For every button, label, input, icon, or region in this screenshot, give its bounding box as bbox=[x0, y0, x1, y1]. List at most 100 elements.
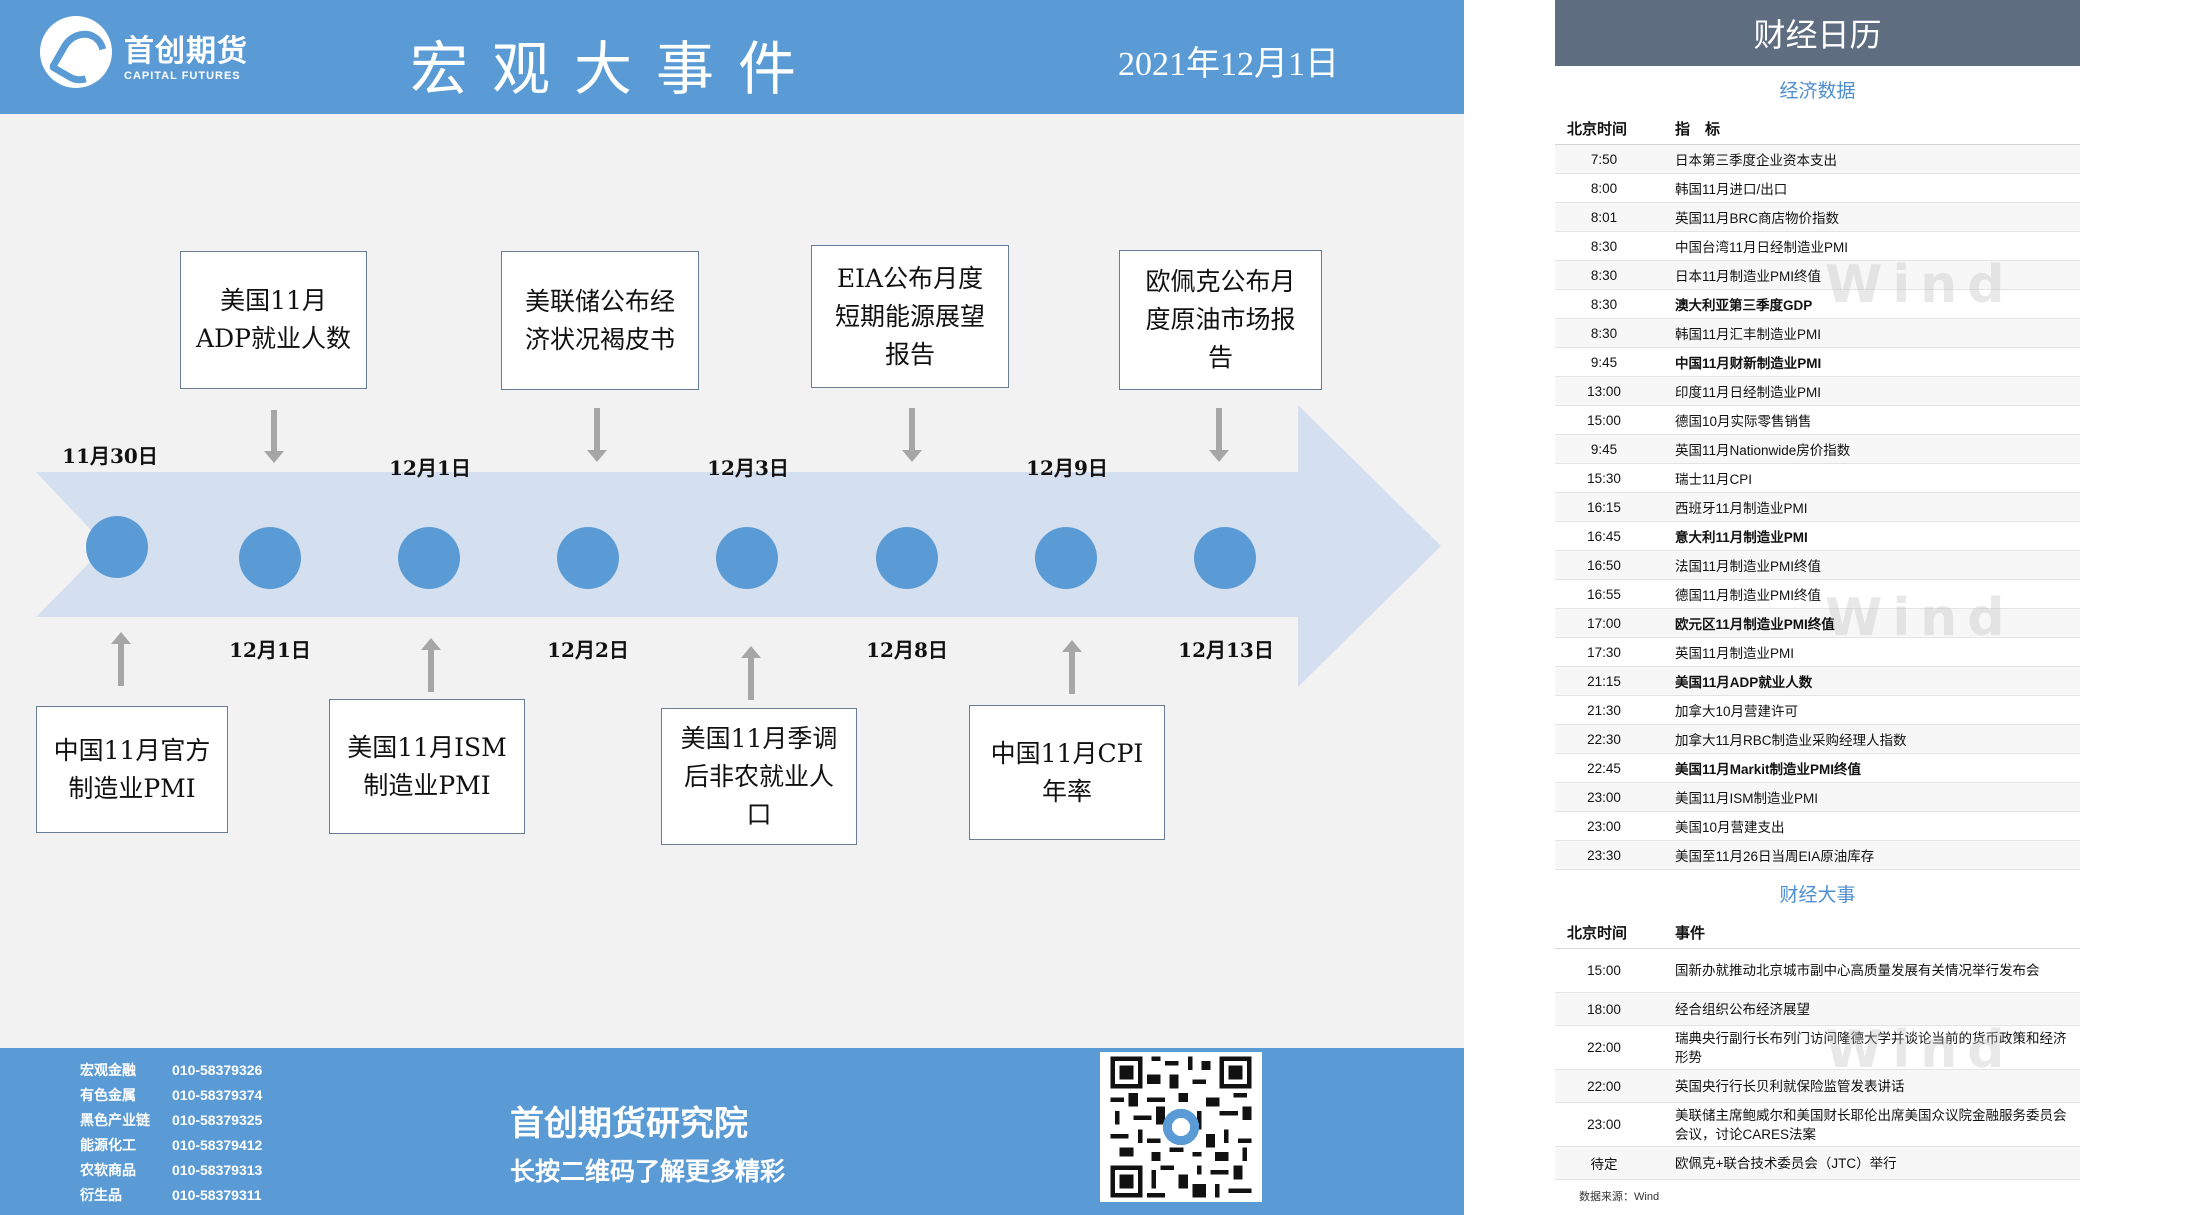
connector-up bbox=[1069, 650, 1075, 694]
row-time: 16:15 bbox=[1587, 499, 1621, 515]
row-time: 8:30 bbox=[1590, 325, 1618, 341]
contact-phone: 010-58379325 bbox=[172, 1112, 263, 1128]
row-time: 22:45 bbox=[1587, 760, 1621, 776]
row-time: 18:00 bbox=[1587, 1001, 1621, 1017]
event-text: EIA公布月度短期能源展望报告 bbox=[834, 263, 985, 369]
row-indicator: 意大利11月制造业PMI bbox=[1675, 530, 1808, 545]
event-text: 美国11月ISM制造业PMI bbox=[347, 732, 507, 800]
event-text: 中国11月官方制造业PMI bbox=[53, 735, 211, 803]
row-time: 15:00 bbox=[1587, 412, 1621, 428]
event-text: 欧佩克公布月度原油市场报告 bbox=[1145, 267, 1296, 372]
timeline-node bbox=[86, 516, 148, 578]
row-time: 21:15 bbox=[1587, 673, 1621, 689]
row-time: 待定 bbox=[1590, 1157, 1618, 1172]
row-event: 瑞典央行副行长布列门访问隆德大学并谈论当前的货币政策和经济形势 bbox=[1675, 1030, 2067, 1065]
event-row: 待定欧佩克+联合技术委员会（JTC）举行 bbox=[1555, 1147, 2080, 1180]
row-time: 17:30 bbox=[1587, 644, 1621, 660]
row-time: 16:45 bbox=[1587, 528, 1621, 544]
connector-down bbox=[1216, 408, 1222, 452]
row-time: 16:55 bbox=[1587, 586, 1621, 602]
timeline-node bbox=[1035, 527, 1097, 589]
row-indicator: 印度11月日经制造业PMI bbox=[1675, 385, 1822, 400]
timeline-date-bottom: 12月2日 bbox=[547, 638, 629, 662]
event-box-top: 美国11月ADP就业人数 bbox=[180, 251, 367, 389]
row-time: 7:50 bbox=[1590, 151, 1618, 167]
row-time: 22:00 bbox=[1587, 1078, 1621, 1094]
connector-down bbox=[909, 408, 915, 452]
row-indicator: 英国11月制造业PMI bbox=[1675, 646, 1795, 661]
contact-phone: 010-58379326 bbox=[172, 1062, 263, 1078]
row-time: 15:00 bbox=[1587, 963, 1621, 978]
arrow-down-icon bbox=[264, 451, 284, 463]
connector-down bbox=[594, 408, 600, 452]
watermark: Wind bbox=[1825, 255, 2015, 315]
row-indicator: 日本第三季度企业资本支出 bbox=[1675, 153, 1837, 168]
row-indicator: 中国11月财新制造业PMI bbox=[1675, 356, 1822, 371]
econ-section-title: 经济数据 bbox=[1779, 80, 1856, 102]
contact-phone: 010-58379311 bbox=[172, 1187, 262, 1203]
watermark: Wind bbox=[1825, 588, 2015, 648]
row-indicator: 加拿大10月营建许可 bbox=[1675, 704, 1799, 719]
row-time: 8:30 bbox=[1590, 267, 1618, 283]
event-text: 美国11月ADP就业人数 bbox=[196, 286, 351, 353]
connector-up bbox=[748, 656, 754, 700]
econ-row: 15:00 德国10月实际零售销售 bbox=[1555, 406, 2080, 435]
arrow-down-icon bbox=[587, 450, 607, 462]
row-indicator: 美国11月Markit制造业PMI终值 bbox=[1675, 762, 1862, 777]
watermark: Wind bbox=[1825, 1020, 2015, 1080]
page-title: 宏观大事件 bbox=[410, 35, 821, 103]
contact-phone: 010-58379313 bbox=[172, 1162, 263, 1178]
timeline-node bbox=[239, 527, 301, 589]
row-indicator: 德国10月实际零售销售 bbox=[1675, 414, 1812, 429]
company-logo: 首创期货 CAPITAL FUTURES bbox=[40, 14, 290, 94]
row-time: 8:30 bbox=[1590, 238, 1618, 254]
row-indicator: 德国11月制造业PMI终值 bbox=[1675, 588, 1822, 603]
event-text: 美联储公布经济状况褐皮书 bbox=[524, 286, 675, 354]
connector-up bbox=[118, 642, 124, 686]
qr-code-icon[interactable] bbox=[1100, 1052, 1262, 1202]
row-indicator: 英国11月BRC商店物价指数 bbox=[1675, 211, 1840, 226]
timeline-date-top: 11月30日 bbox=[62, 444, 158, 468]
row-indicator: 美国11月ISM制造业PMI bbox=[1675, 791, 1819, 806]
row-event: 经合组织公布经济展望 bbox=[1675, 1001, 1810, 1017]
row-indicator: 澳大利亚第三季度GDP bbox=[1675, 298, 1813, 313]
econ-row: 21:30 加拿大10月营建许可 bbox=[1555, 696, 2080, 725]
contact-dept: 能源化工 bbox=[80, 1137, 136, 1153]
econ-row: 16:55 德国11月制造业PMI终值 bbox=[1555, 580, 2080, 609]
contact-phone: 010-58379412 bbox=[172, 1137, 263, 1153]
col-indicator-header: 指 标 bbox=[1675, 120, 1721, 138]
econ-row: 16:45 意大利11月制造业PMI bbox=[1555, 522, 2080, 551]
arrow-down-icon bbox=[902, 450, 922, 462]
event-box-bottom: 中国11月官方制造业PMI bbox=[36, 706, 228, 833]
event-box-top: EIA公布月度短期能源展望报告 bbox=[811, 245, 1009, 388]
event-box-top: 欧佩克公布月度原油市场报告 bbox=[1119, 250, 1322, 390]
contact-dept: 黑色产业链 bbox=[80, 1112, 150, 1128]
row-indicator: 加拿大11月RBC制造业采购经理人指数 bbox=[1675, 733, 1907, 748]
row-time: 23:00 bbox=[1587, 789, 1621, 805]
econ-row: 7:50 日本第三季度企业资本支出 bbox=[1555, 145, 2080, 174]
contact-line: 能源化工 010-58379412 bbox=[80, 1135, 262, 1155]
timeline-node bbox=[876, 527, 938, 589]
row-time: 21:30 bbox=[1587, 702, 1621, 718]
timeline-node bbox=[398, 527, 460, 589]
contact-phone: 010-58379374 bbox=[172, 1087, 263, 1103]
col-time-header: 北京时间 bbox=[1567, 924, 1628, 942]
arrow-up-icon bbox=[741, 646, 761, 658]
contact-dept: 衍生品 bbox=[80, 1187, 122, 1203]
row-event: 美联储主席鲍威尔和美国财长耶伦出席美国众议院金融服务委员会会议，讨论CARES法… bbox=[1675, 1107, 2067, 1142]
contact-dept: 农软商品 bbox=[80, 1162, 136, 1178]
arrow-down-icon bbox=[1209, 450, 1229, 462]
arrow-up-icon bbox=[111, 632, 131, 644]
